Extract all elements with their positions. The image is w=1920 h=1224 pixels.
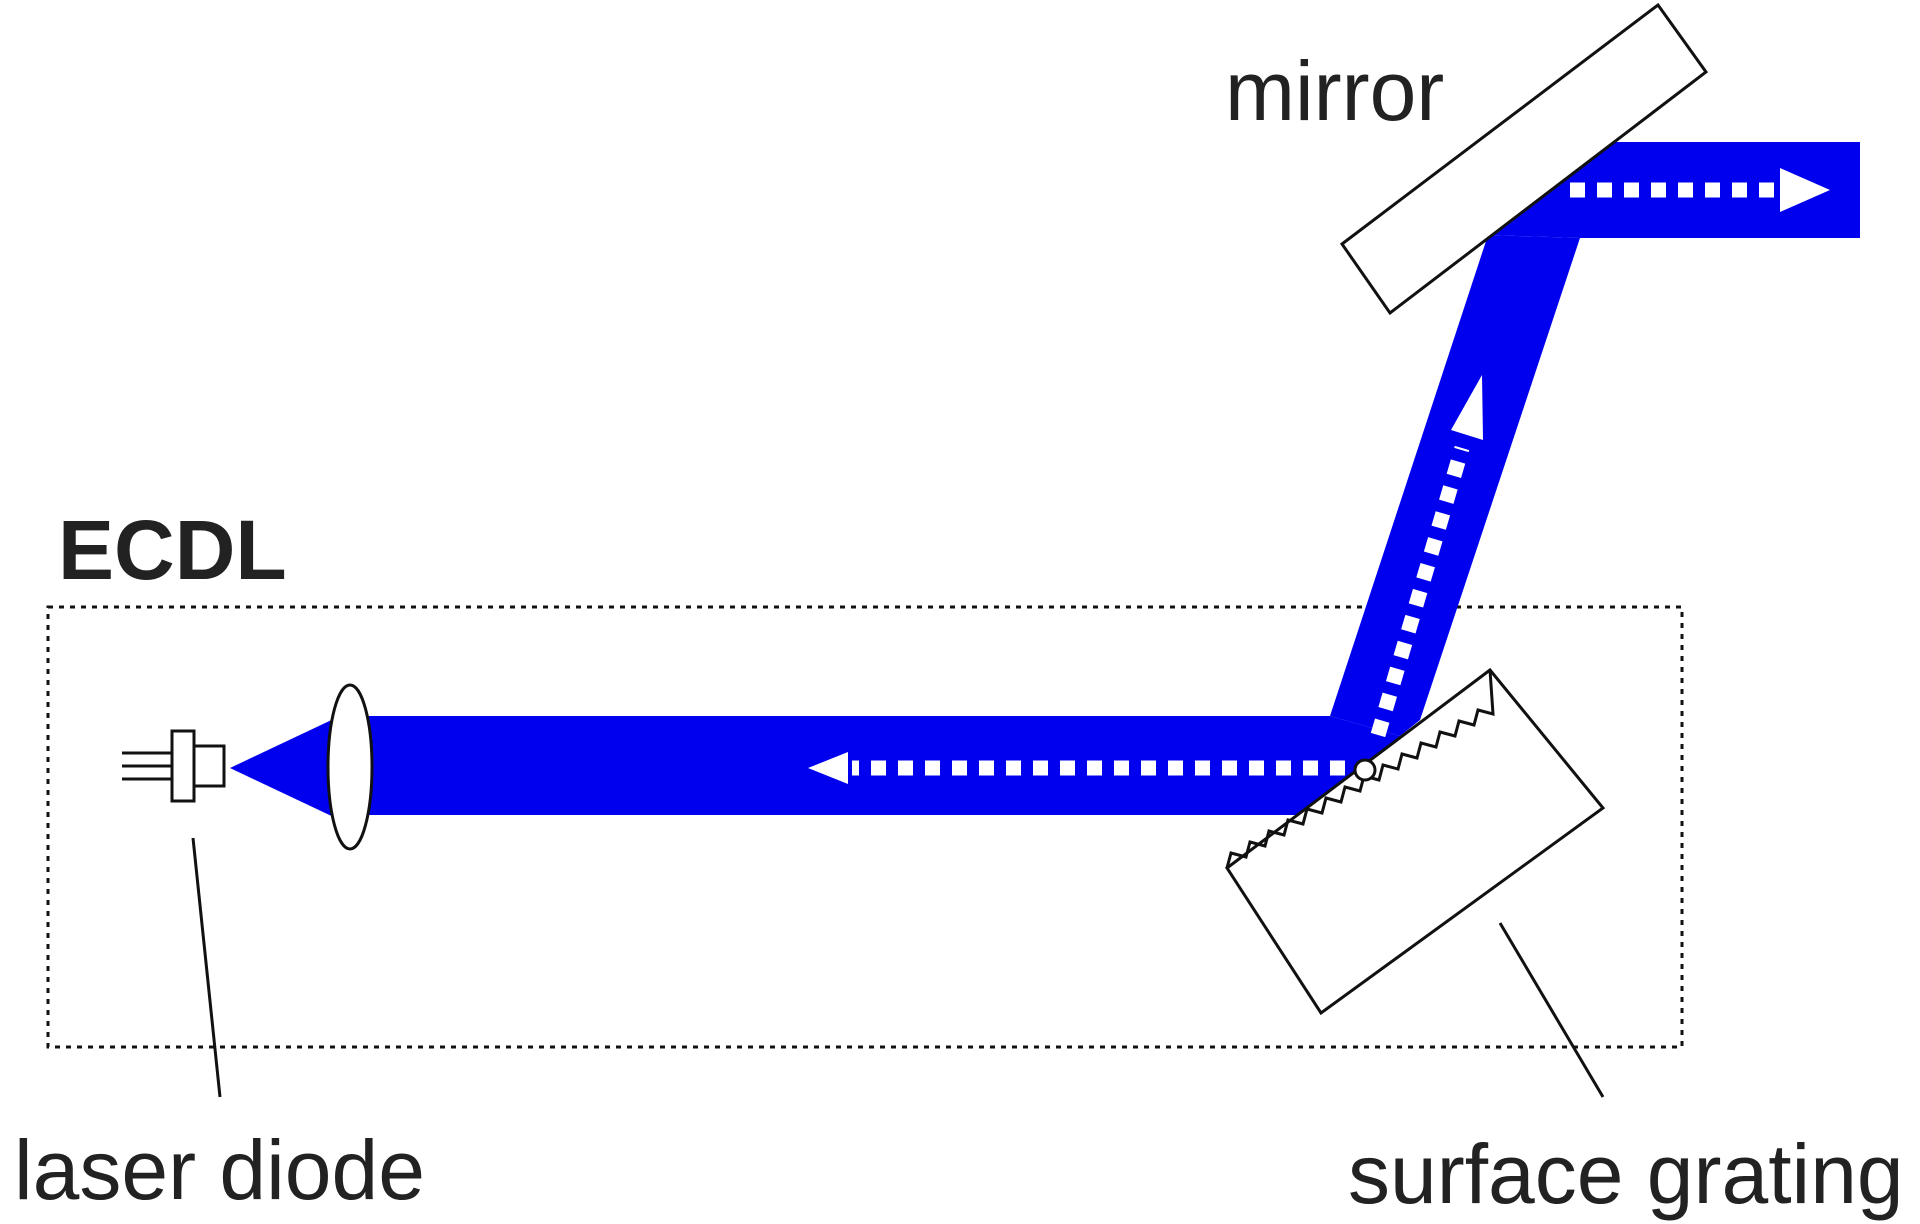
laser-diode-icon — [122, 729, 226, 803]
arrowhead-right — [1780, 168, 1830, 212]
collimating-lens — [326, 683, 374, 851]
surface-grating-label: surface grating — [1348, 1127, 1904, 1221]
laser-diode-label: laser diode — [14, 1123, 425, 1217]
arrowhead-left — [808, 752, 848, 784]
grating-contact-point — [1353, 758, 1377, 782]
mirror-label: mirror — [1225, 44, 1444, 138]
mirror — [1339, 2, 1709, 316]
surface-grating-leader — [1498, 922, 1605, 1098]
collimated-beam — [340, 716, 1400, 815]
arrowhead-up — [1451, 375, 1483, 440]
grating-teeth — [1225, 669, 1495, 869]
dotted-arrow-shaft-up — [1370, 445, 1470, 738]
laser-diode-leader — [191, 837, 222, 1098]
surface-grating — [1224, 667, 1606, 1016]
laser-beam — [230, 142, 1860, 820]
ecdl-enclosure — [46, 605, 1684, 1049]
diverging-cone — [230, 716, 340, 820]
grating-body — [1224, 667, 1606, 1016]
beam-direction-arrows — [808, 168, 1830, 784]
diode-flange — [170, 729, 196, 803]
diode-cap — [192, 744, 226, 788]
diffracted-beam — [1330, 235, 1580, 736]
ecdl-label: ECDL — [58, 503, 287, 597]
